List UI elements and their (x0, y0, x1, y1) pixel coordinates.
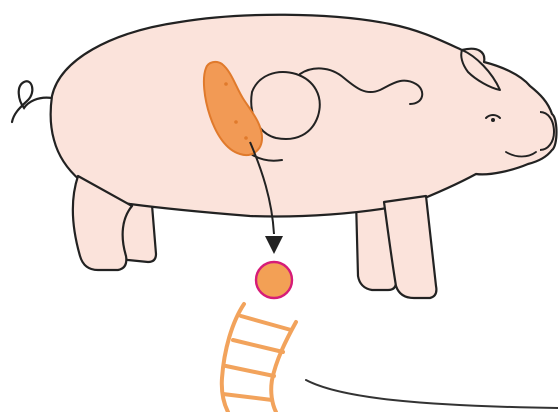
pancreas-spot (224, 82, 228, 86)
pig-illustration (12, 15, 557, 298)
pig-tail (12, 81, 52, 122)
connector-curve (306, 380, 558, 408)
dna-rung (226, 366, 274, 376)
dna-rung (241, 316, 291, 330)
pig-eye-pupil (491, 118, 495, 122)
pancreas-spot (244, 136, 248, 140)
pancreas-spot (234, 120, 238, 124)
dna-ladder (222, 304, 296, 412)
pig-body (51, 15, 557, 217)
extracted-cell (256, 262, 292, 298)
arrow-head (265, 236, 283, 254)
dna-strand-right (271, 322, 296, 412)
dna-rung (233, 340, 283, 352)
dna-rung (223, 394, 272, 400)
